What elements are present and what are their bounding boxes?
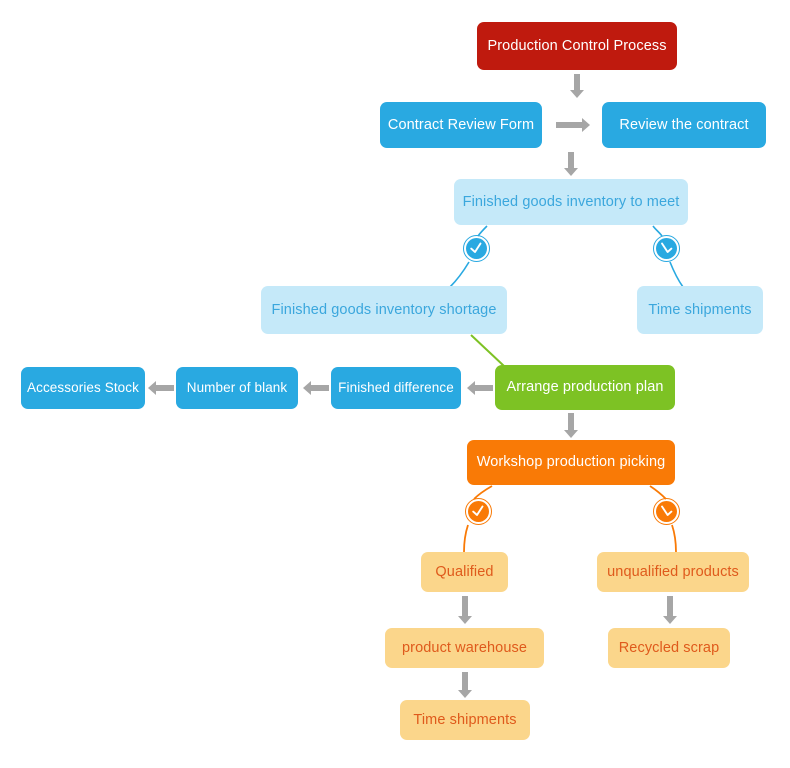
node-number-of-blank[interactable]: Number of blank <box>176 367 298 409</box>
conn-inventory-to-ontime-lower <box>669 261 684 288</box>
node-finished-difference[interactable]: Finished difference <box>331 367 461 409</box>
conn-unqualified-to-scrap <box>663 596 677 624</box>
arrow-down-right-circle-icon[interactable] <box>653 235 680 262</box>
conn-plan-to-workshop <box>564 413 578 438</box>
conn-shortage-to-plan-line <box>470 334 505 367</box>
conn-plan-to-difference <box>467 381 493 395</box>
node-workshop-production-picking[interactable]: Workshop production picking <box>467 440 675 485</box>
node-contract-review-form[interactable]: Contract Review Form <box>380 102 542 148</box>
badge-ring <box>653 235 680 262</box>
badge-ring <box>463 235 490 262</box>
badge-glyph <box>472 505 484 516</box>
node-production-control-process[interactable]: Production Control Process <box>477 22 677 70</box>
node-unqualified-products[interactable]: unqualified products <box>597 552 749 592</box>
node-time-shipments-lower[interactable]: Time shipments <box>400 700 530 740</box>
conn-inventory-to-shortage-lower <box>449 261 470 288</box>
node-product-warehouse[interactable]: product warehouse <box>385 628 544 668</box>
badge-ring <box>653 498 680 525</box>
arrow-down-right-circle-icon[interactable] <box>653 498 680 525</box>
node-qualified[interactable]: Qualified <box>421 552 508 592</box>
node-time-shipments-upper[interactable]: Time shipments <box>637 286 763 334</box>
badge-glyph <box>470 242 482 253</box>
conn-warehouse-to-shipments <box>458 672 472 698</box>
conn-workshop-to-qualified-lower <box>463 524 469 553</box>
conn-title-to-contract-form <box>570 74 584 98</box>
arrow-down-left-circle-icon[interactable] <box>463 235 490 262</box>
conn-form-to-inventory <box>564 152 578 176</box>
badge-glyph <box>661 242 673 253</box>
conn-blank-to-stock <box>148 381 174 395</box>
arrow-down-left-circle-icon[interactable] <box>465 498 492 525</box>
node-arrange-production-plan[interactable]: Arrange production plan <box>495 365 675 410</box>
conn-qualified-to-warehouse <box>458 596 472 624</box>
conn-form-to-review <box>556 118 590 132</box>
node-recycled-scrap[interactable]: Recycled scrap <box>608 628 730 668</box>
badge-ring <box>465 498 492 525</box>
node-review-the-contract[interactable]: Review the contract <box>602 102 766 148</box>
node-accessories-stock[interactable]: Accessories Stock <box>21 367 145 409</box>
conn-workshop-to-unqualified-lower <box>671 524 677 553</box>
badge-glyph <box>661 505 673 516</box>
node-finished-goods-to-meet[interactable]: Finished goods inventory to meet <box>454 179 688 225</box>
conn-difference-to-blank <box>303 381 329 395</box>
node-finished-goods-shortage[interactable]: Finished goods inventory shortage <box>261 286 507 334</box>
